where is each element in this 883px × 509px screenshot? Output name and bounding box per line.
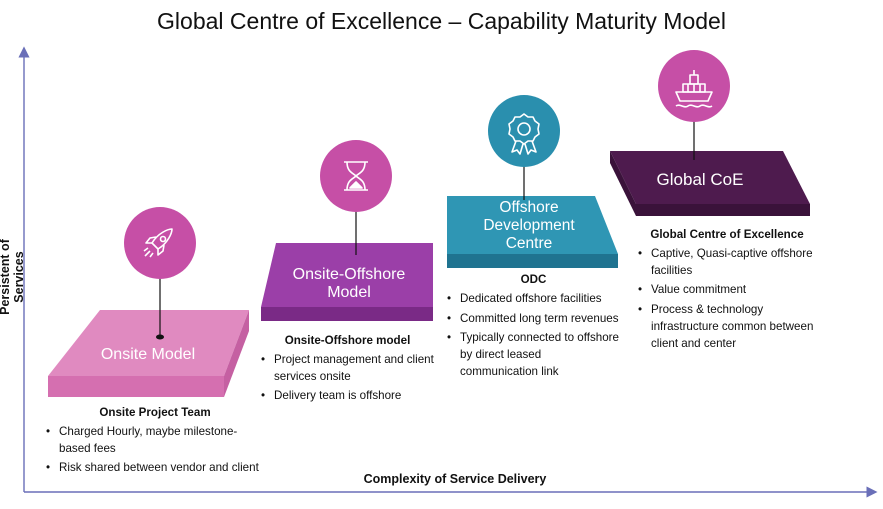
rocket-icon: [124, 207, 196, 279]
platform-onsite-offshore: [261, 243, 433, 321]
stage-bullet: Risk shared between vendor and client: [46, 460, 265, 477]
stage-heading: Global Centre of Excellence: [650, 228, 804, 241]
cargo-ship-icon: [658, 50, 730, 122]
award-ribbon-icon: [488, 95, 560, 167]
stage-bullet: Captive, Quasi-captive offshore faciliti…: [638, 246, 817, 280]
stage-bullet: Typically connected to offshore by direc…: [447, 330, 621, 380]
stage-block-onsite-offshore: Onsite-Offshore model Project management…: [260, 333, 435, 408]
stage-heading: Onsite-Offshore model: [284, 334, 411, 347]
stage-heading: ODC: [520, 273, 547, 286]
stage-block-odc: ODC Dedicated offshore facilities Commit…: [446, 272, 621, 384]
stage-block-global-coe: Global Centre of Excellence Captive, Qua…: [637, 227, 817, 356]
hourglass-icon: [320, 140, 392, 212]
pin-dot-onsite: [156, 334, 164, 340]
platform-global-coe: [610, 151, 810, 216]
stage-bullet: Committed long term revenues: [447, 311, 621, 328]
platform-odc: [447, 196, 618, 268]
y-axis-label: Persistent of Services: [0, 239, 26, 315]
stage-bullet: Process & technology infrastructure comm…: [638, 302, 817, 352]
stage-bullet: Dedicated offshore facilities: [447, 291, 621, 308]
diagram-title: Global Centre of Excellence – Capability…: [157, 8, 726, 34]
stage-bullet: Delivery team is offshore: [261, 388, 435, 405]
platform-label-onsite: Onsite Model: [100, 346, 196, 363]
x-axis-label: Complexity of Service Delivery: [363, 472, 547, 486]
platform-label-odc: Offshore Development Centre: [483, 199, 575, 252]
stage-bullet: Charged Hourly, maybe milestone-based fe…: [46, 424, 265, 458]
platform-onsite: [48, 310, 249, 397]
platform-label-global-coe: Global CoE: [656, 170, 744, 189]
stage-bullet: Value commitment: [638, 282, 817, 299]
stage-heading: Onsite Project Team: [99, 406, 211, 419]
stage-bullet: Project management and client services o…: [261, 352, 435, 386]
platform-label-onsite-offshore: Onsite-Offshore Model: [292, 266, 406, 302]
stage-block-onsite: Onsite Project Team Charged Hourly, mayb…: [45, 405, 265, 480]
